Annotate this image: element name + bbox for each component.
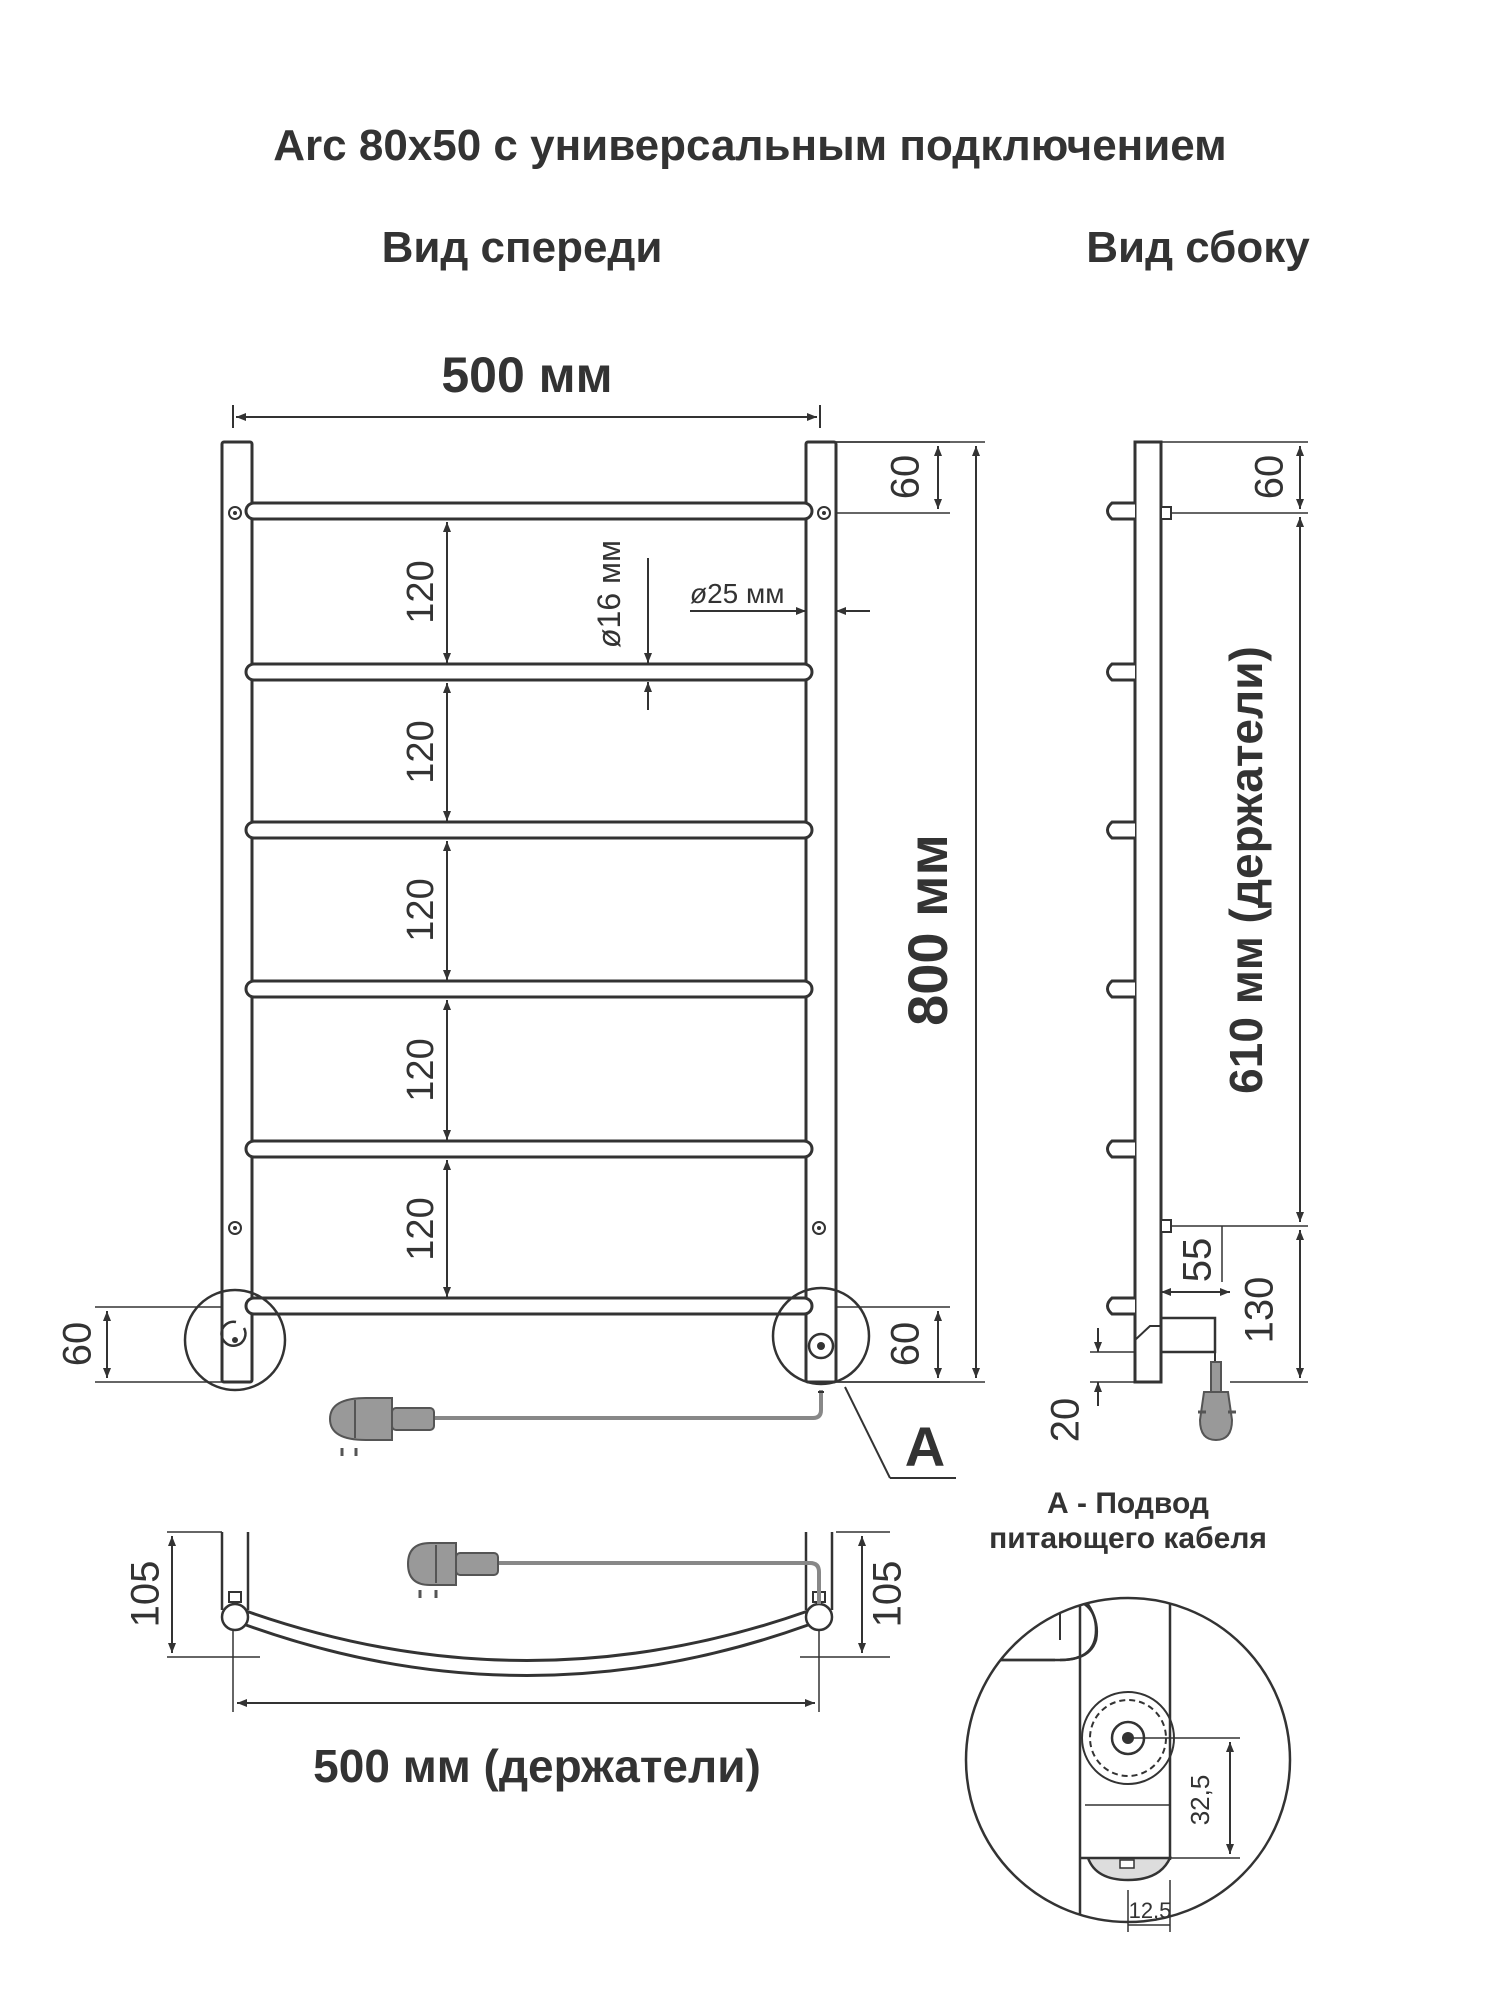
rung xyxy=(244,662,814,682)
rung-diameter-callout: ø16 мм xyxy=(591,540,652,710)
side-view-label: Вид сбоку xyxy=(1086,223,1310,272)
detail-32-5-label: 32,5 xyxy=(1185,1775,1215,1826)
title: Arc 80x50 с универсальным подключением xyxy=(273,121,1226,170)
left-pipe xyxy=(220,440,254,1384)
rung xyxy=(244,979,814,999)
arc-rung xyxy=(245,1609,809,1662)
width-dimension-label: 500 мм xyxy=(441,347,612,403)
side-pipe xyxy=(1133,440,1163,1384)
bottom-left-label: 60 xyxy=(56,1322,100,1367)
rung xyxy=(244,1296,814,1316)
rung-stub xyxy=(1106,979,1135,999)
total-height-dimension: 800 мм xyxy=(836,441,985,1383)
wall-bracket xyxy=(228,1591,242,1603)
power-cable xyxy=(328,1390,824,1456)
side-20-label: 20 xyxy=(1044,1398,1088,1443)
screw-icon xyxy=(817,506,831,520)
rung xyxy=(244,501,814,521)
rung-spacing-dimensions: 120 120 120 120 120 xyxy=(400,522,451,1297)
rung-spacing-label: 120 xyxy=(400,878,442,941)
bottom-left-circle xyxy=(183,1288,287,1392)
screw-icon xyxy=(812,1221,826,1235)
top-power-cable xyxy=(406,1542,821,1604)
detail-title-line2: питающего кабеля xyxy=(989,1522,1267,1555)
rung xyxy=(244,1139,814,1159)
front-view: 500 мм xyxy=(56,347,985,1479)
rung-stub xyxy=(1106,1296,1135,1316)
right-pipe xyxy=(804,440,838,1384)
bottom-right-circle xyxy=(771,1286,871,1386)
screw-icon xyxy=(228,506,242,520)
rung-stub xyxy=(1106,501,1135,521)
detail-title-line1: А - Подвод xyxy=(1047,1487,1209,1520)
bottom-right-label: 60 xyxy=(884,1322,928,1367)
bottom-left-dimension: 60 xyxy=(56,1306,222,1383)
arc-rung xyxy=(245,1623,809,1677)
holders-horizontal-label: 500 мм (держатели) xyxy=(313,1740,761,1792)
callout-a-letter: A xyxy=(905,1415,945,1478)
plug-icon xyxy=(406,1542,499,1598)
mount-screw-icons xyxy=(228,506,831,1235)
rung-diameter-label: ø16 мм xyxy=(591,540,627,648)
total-height-label: 800 мм xyxy=(896,834,959,1026)
rung-stub xyxy=(1106,820,1135,840)
detail-12-5-label: 12,5 xyxy=(1129,1898,1172,1923)
detail-a: А - Подвод питающего кабеля 32,5 xyxy=(964,1487,1292,1932)
pipe-section xyxy=(220,1602,250,1632)
rung-stub xyxy=(1106,1139,1135,1159)
top-offset-dimension: 60 xyxy=(836,441,950,514)
wall-bracket xyxy=(1160,1219,1172,1233)
bottom-right-dimension: 60 xyxy=(836,1306,950,1383)
cable-connector-icon xyxy=(807,1332,835,1360)
screw-icon xyxy=(228,1221,242,1235)
rung-spacing-label: 120 xyxy=(400,560,442,623)
end-cap-icon xyxy=(220,1320,247,1347)
side-130-label: 130 xyxy=(1238,1277,1282,1344)
side-view: 60 610 мм (держатели) 130 55 20 xyxy=(1044,440,1308,1443)
rung-spacing-label: 120 xyxy=(400,720,442,783)
depth-left-label: 105 xyxy=(124,1561,168,1628)
side-plug-icon xyxy=(1198,1361,1236,1442)
pipe-diameter-callout: ø25 мм xyxy=(690,578,870,615)
rung-spacing-label: 120 xyxy=(400,1197,442,1260)
top-offset-label: 60 xyxy=(884,455,928,500)
plug-icon xyxy=(328,1397,435,1456)
front-view-label: Вид спереди xyxy=(382,223,663,272)
wall-bracket xyxy=(1160,506,1172,520)
rungs xyxy=(244,501,814,1316)
rung xyxy=(244,820,814,840)
side-55-label: 55 xyxy=(1176,1238,1220,1283)
pipe-diameter-label: ø25 мм xyxy=(690,578,785,609)
depth-right-label: 105 xyxy=(866,1561,910,1628)
pipe-section xyxy=(804,1602,834,1632)
holders-vertical-label: 610 мм (держатели) xyxy=(1220,646,1272,1094)
rung-stub xyxy=(1106,662,1135,682)
callout-a: A xyxy=(844,1386,956,1479)
rung-spacing-label: 120 xyxy=(400,1038,442,1101)
side-top-offset-label: 60 xyxy=(1248,455,1292,500)
top-view: 105 105 500 мм (держат xyxy=(124,1531,910,1792)
side-rungs xyxy=(1106,501,1135,1316)
